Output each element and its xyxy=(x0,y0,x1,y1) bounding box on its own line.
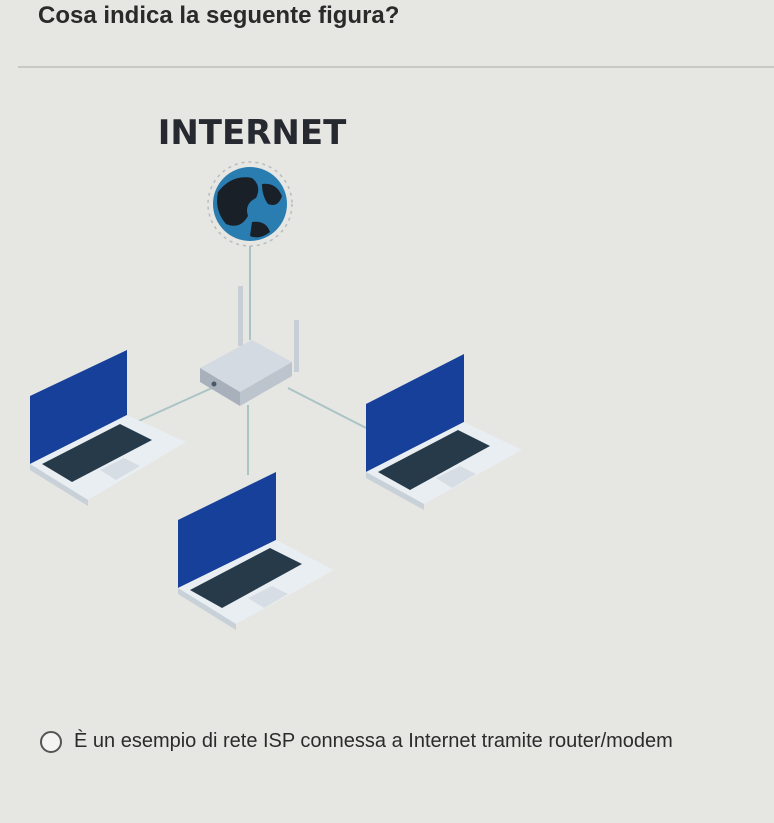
question-title: Cosa indica la seguente figura? xyxy=(38,2,400,29)
network-links xyxy=(129,246,371,475)
globe-icon xyxy=(207,161,293,247)
figure-heading: INTERNET xyxy=(158,113,347,153)
link-router-left-laptop xyxy=(129,387,213,426)
link-router-right-laptop xyxy=(287,387,371,431)
laptop-icon-bottom xyxy=(178,472,334,630)
answer-radio-button[interactable] xyxy=(40,730,62,753)
network-figure: INTERNET xyxy=(0,100,560,640)
answer-option-label: È un esempio di rete ISP connessa a Inte… xyxy=(74,730,673,752)
divider xyxy=(18,66,774,68)
router-icon xyxy=(200,286,299,406)
laptop-icon-left xyxy=(30,350,186,506)
answer-option[interactable]: È un esempio di rete ISP connessa a Inte… xyxy=(40,730,673,753)
laptop-icon-right xyxy=(366,354,522,510)
network-diagram: INTERNET xyxy=(30,113,522,630)
